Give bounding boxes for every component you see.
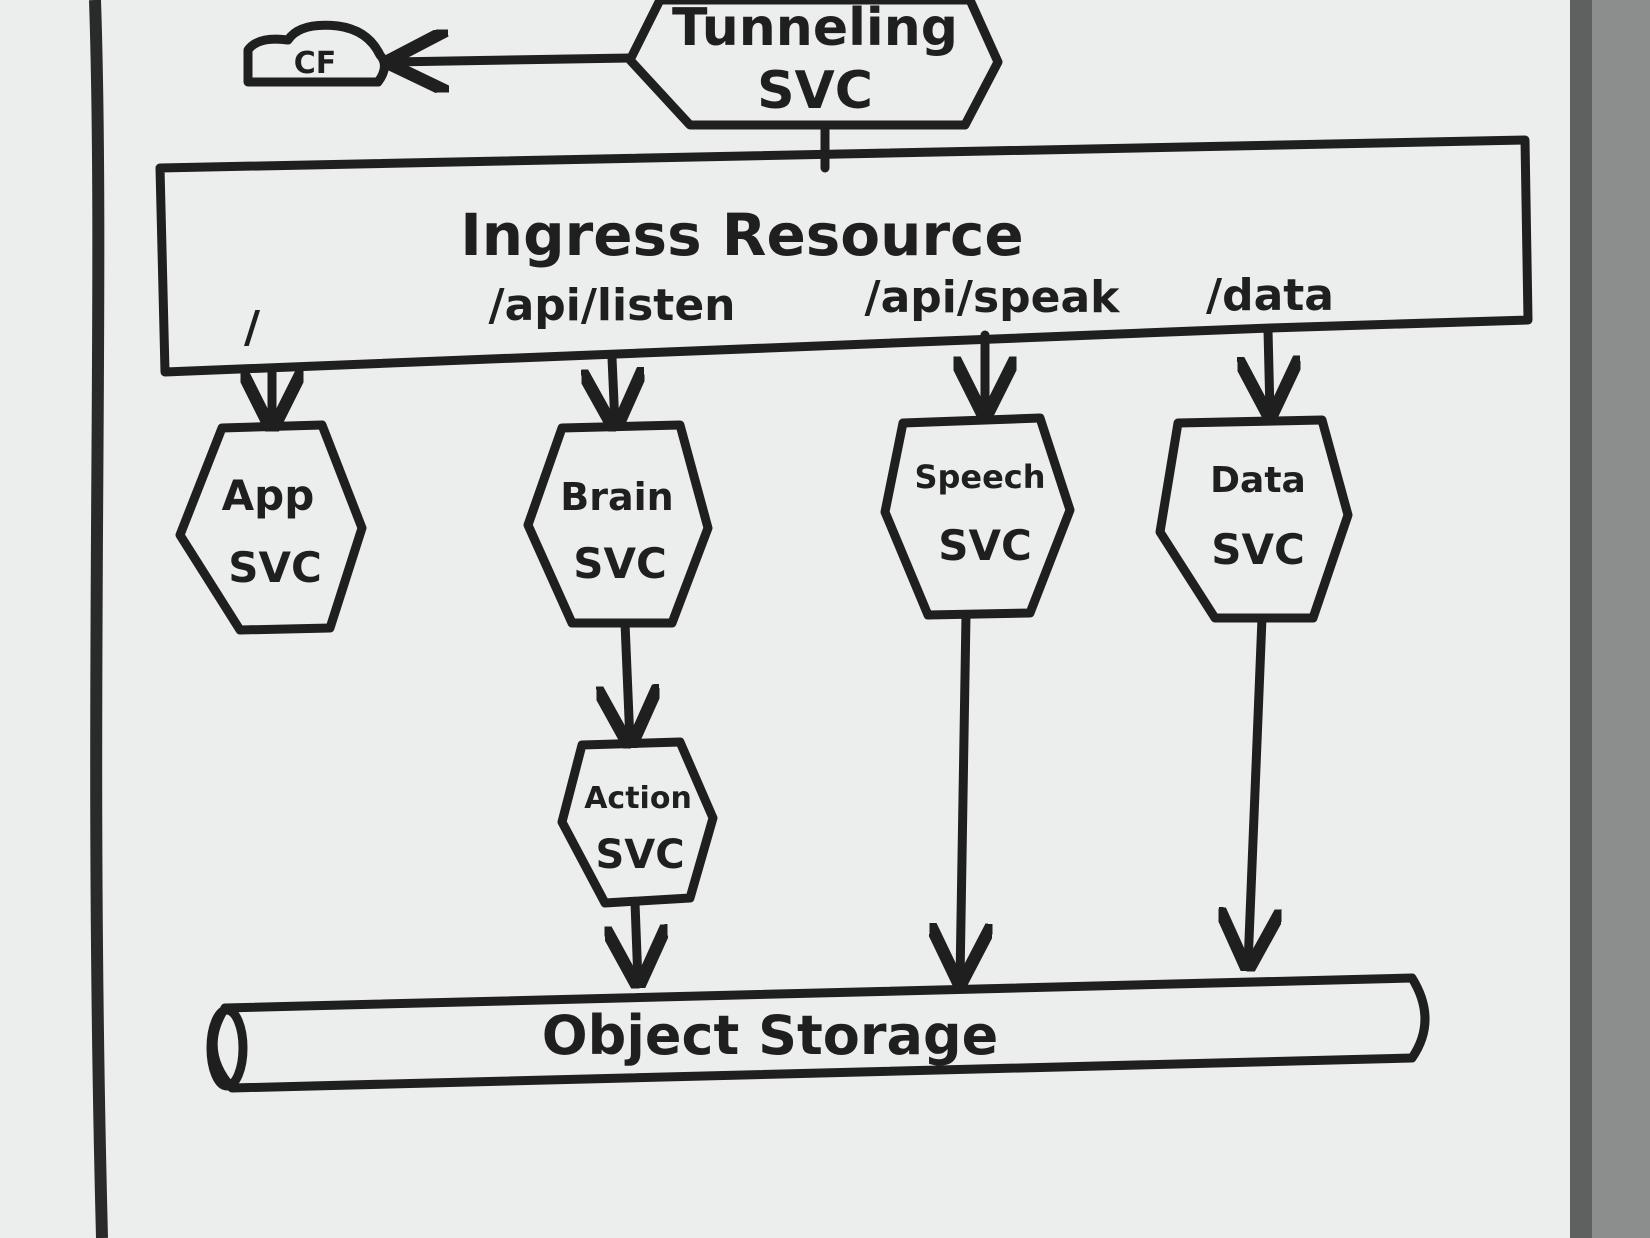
- tunnel-to-cloud-arrow: [392, 58, 635, 62]
- cloud-icon: [243, 20, 389, 87]
- action-svc-node: [557, 737, 718, 908]
- brain-to-action-arrow: [625, 618, 630, 742]
- route-listen-arrow: [612, 353, 615, 425]
- app-svc-node: [175, 420, 367, 635]
- route-label-root: /: [244, 302, 261, 353]
- route-label-speak: /api/speak: [865, 272, 1122, 323]
- route-label-data: /data: [1206, 270, 1334, 321]
- data-svc-subtitle: SVC: [1211, 525, 1305, 574]
- speech-to-storage-arrow: [960, 610, 966, 980]
- object-storage-cap: [206, 1005, 248, 1091]
- app-svc-title: App: [222, 471, 315, 520]
- cloud-label: CF: [294, 46, 337, 81]
- board-frame-edge: [1570, 0, 1592, 1238]
- action-to-storage-arrow: [635, 898, 638, 982]
- speech-svc-node: [880, 413, 1075, 620]
- brain-svc-node: [523, 420, 713, 628]
- tunneling-svc-title: Tunneling: [672, 0, 958, 58]
- data-svc-node: [1155, 415, 1353, 623]
- speech-svc-subtitle: SVC: [938, 521, 1032, 570]
- ingress-title: Ingress Resource: [460, 201, 1024, 269]
- object-storage-label: Object Storage: [542, 1004, 998, 1067]
- board-frame-right: [1590, 0, 1650, 1238]
- route-label-listen: /api/listen: [489, 280, 736, 331]
- action-svc-title: Action: [584, 781, 692, 816]
- left-margin-line: [89, 0, 108, 1238]
- ingress-resource-box: [155, 135, 1533, 377]
- speech-svc-title: Speech: [914, 458, 1045, 496]
- data-svc-title: Data: [1210, 460, 1306, 501]
- brain-svc-title: Brain: [560, 475, 673, 519]
- brain-svc-subtitle: SVC: [573, 539, 667, 588]
- tunneling-svc-subtitle: SVC: [757, 61, 873, 121]
- app-svc-subtitle: SVC: [228, 543, 322, 592]
- route-data-arrow: [1268, 325, 1270, 413]
- data-to-storage-arrow: [1248, 613, 1262, 965]
- action-svc-subtitle: SVC: [595, 832, 684, 878]
